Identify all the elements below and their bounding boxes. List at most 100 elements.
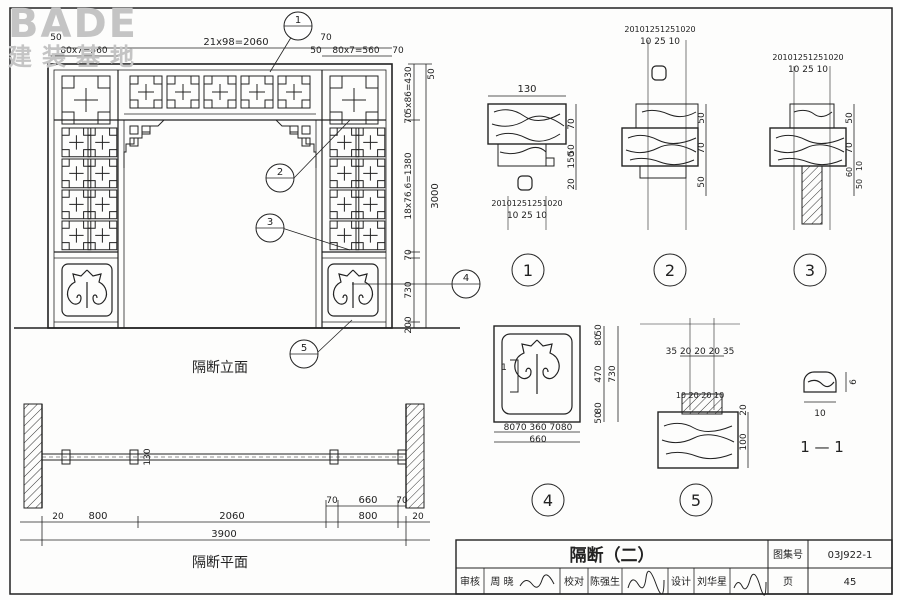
d3-top-row1: 20101251251020 [772,53,843,62]
cloud-panel-right [327,263,379,317]
corner-brackets [123,119,317,168]
lattice-cell [329,158,360,189]
callout-5: 5 [289,339,319,369]
title-block [455,539,893,596]
lattice-cell [61,158,92,189]
dim-right-total: 3000 [430,183,441,208]
lattice-cell [61,220,92,251]
detail-label-5-text: 5 [691,491,701,510]
dim-top-left: 80x7=560 [60,46,107,56]
lattice-cell [355,189,386,220]
d1-width: 130 [517,84,536,95]
callout-2: 2 [265,163,295,193]
d5-v100: 100 [739,433,749,450]
title-block-page-label: 页 [783,576,793,588]
watermark-brand: BADE [8,1,138,47]
detail-1 [487,95,577,230]
dim-right-730: 730 [404,281,414,298]
cloud-panel-left [61,263,113,317]
lattice-cell [329,220,360,251]
detail-3 [769,66,855,230]
plan-dim-lines [20,500,430,546]
lattice-cell [61,127,92,158]
lattice-cell [240,75,274,109]
watermark-subtitle: 建装基地 [8,43,144,71]
detail-label-5: 5 [679,483,713,517]
lattice-cell [277,75,311,109]
d1-v70: 70 [567,118,577,130]
detail-2 [621,40,707,230]
d3-top-row2: 10 25 10 [788,65,828,75]
lattice-cell [61,189,92,220]
d2-v50b: 50 [697,176,707,188]
lattice-cell [355,158,386,189]
callout-1-label: 1 [295,15,301,26]
callout-2-label: 2 [277,167,283,178]
detail-label-3: 3 [793,253,827,287]
title-block-atlas-label: 图集号 [773,548,803,561]
s11-height: 6 [849,379,859,385]
d1-bot-row2: 10 25 10 [507,211,547,221]
d1-v150: 150 [567,151,577,168]
dim-top-50a: 50 [50,33,62,43]
d4-v80a: 80 [594,334,604,346]
title-block-design-label: 设计 [671,575,691,588]
dim-top-right: 80x7=560 [332,46,379,56]
sheet-border [9,7,893,595]
plan-dim-seg-70b: 70 [396,496,408,506]
d3-v50b: 50 [855,179,864,189]
detail-label-2: 2 [653,253,687,287]
lattice-cell [87,158,118,189]
callout-3: 3 [255,213,285,243]
dim-top-70a: 70 [320,33,332,43]
detail-label-4-text: 4 [543,491,553,510]
plan-dim-total: 3900 [211,529,236,540]
plan-dim-seg-660: 660 [358,495,377,506]
lattice-cell [329,127,360,158]
title-block-check-label: 校对 [564,575,584,588]
lattice-cell [87,189,118,220]
d1-v20: 20 [567,178,577,190]
title-block-page-no: 45 [844,577,857,588]
detail-4 [493,325,619,443]
lattice-cell [166,75,200,109]
plan-dim-thk: 130 [143,448,153,465]
d5-top: 35 20 20 20 35 [666,347,735,357]
dim-top-70b: 70 [392,46,404,56]
plan-dim-seg-mid: 2060 [219,511,244,522]
dim-top-50b: 50 [310,46,322,56]
callout-leaders [269,25,452,353]
s11-width: 10 [814,409,826,419]
title-block-review-label: 审核 [460,575,480,588]
d2-top-row1: 20101251251020 [624,25,695,34]
lattice-cell [87,127,118,158]
detail-label-1-text: 1 [523,261,533,280]
d4-v470: 470 [594,365,604,382]
lattice-cell [329,189,360,220]
s11-label: 1 — 1 [800,438,844,456]
elevation-caption: 隔断立面 [192,360,248,376]
d4-v50b: 50 [594,412,604,424]
d1-bot-row1: 20101251251020 [491,199,562,208]
title-block-designer: 刘华星 [697,575,727,588]
dim-right-200: 200 [404,316,414,333]
plan-caption: 隔断平面 [192,555,248,571]
d2-v70: 70 [697,142,707,154]
lattice-cell [87,220,118,251]
lattice-cell [355,127,386,158]
d3-v60: 60 [845,167,854,177]
plan-dim-seg-left: 800 [88,511,107,522]
dim-right-70b: 70 [404,249,414,261]
callout-3-label: 3 [267,217,273,228]
detail-5 [640,318,749,469]
d4-v50: 50 [594,324,604,336]
lattice-cell [61,75,111,125]
dim-top-total: 21x98=2060 [203,37,268,48]
lattice-fretwork [61,75,386,251]
lattice-cell [355,220,386,251]
callout-1: 1 [283,11,313,41]
d3-v70: 70 [845,142,855,154]
detail-label-2-text: 2 [665,261,675,280]
plan-view [23,403,425,509]
